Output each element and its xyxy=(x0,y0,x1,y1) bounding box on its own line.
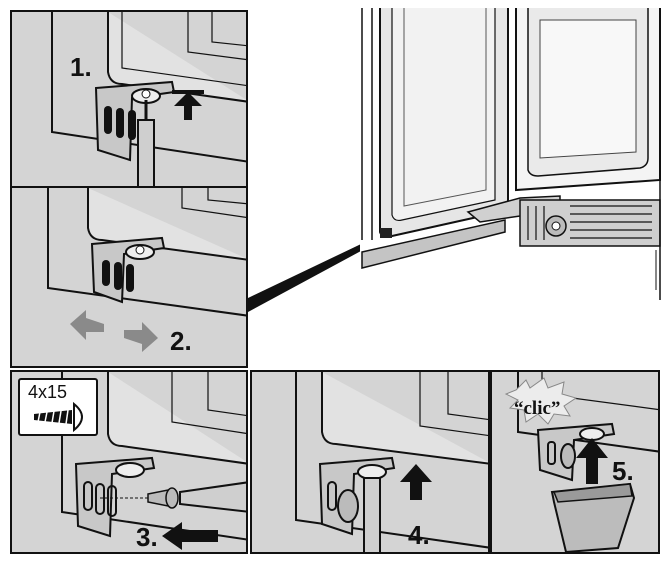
hinge-push-figure xyxy=(252,372,488,552)
hinge-adjust-figure xyxy=(12,188,246,366)
panel-step-2: 2. xyxy=(10,186,248,368)
arrow-up-icon xyxy=(576,438,608,484)
arrow-left-icon xyxy=(70,310,104,340)
arrow-up-icon xyxy=(400,464,432,500)
hinge-screw-tighten-figure xyxy=(12,12,246,186)
cover-click-figure xyxy=(492,372,658,552)
screw-size-label: 4x15 xyxy=(28,382,68,402)
screw-size-badge: 4x15 xyxy=(18,378,98,436)
click-sound-label: “clic” xyxy=(514,398,561,419)
panel-step-1: 1. xyxy=(10,10,248,188)
callout-pointer xyxy=(248,234,385,312)
step-number-3: 3. xyxy=(136,522,158,552)
arrow-left-icon xyxy=(162,522,218,550)
step-number-4: 4. xyxy=(408,520,430,550)
screw-icon xyxy=(34,401,83,433)
step-number-1: 1. xyxy=(70,52,92,82)
panel-step-3: 4x15 3. xyxy=(10,370,248,554)
click-burst-icon xyxy=(504,377,578,425)
step-number-2: 2. xyxy=(170,326,192,356)
step-number-5: 5. xyxy=(612,456,634,486)
arrow-right-icon xyxy=(124,322,158,352)
panel-step-5: “clic” 5. xyxy=(490,370,660,554)
panel-step-4: 4. xyxy=(250,370,490,554)
